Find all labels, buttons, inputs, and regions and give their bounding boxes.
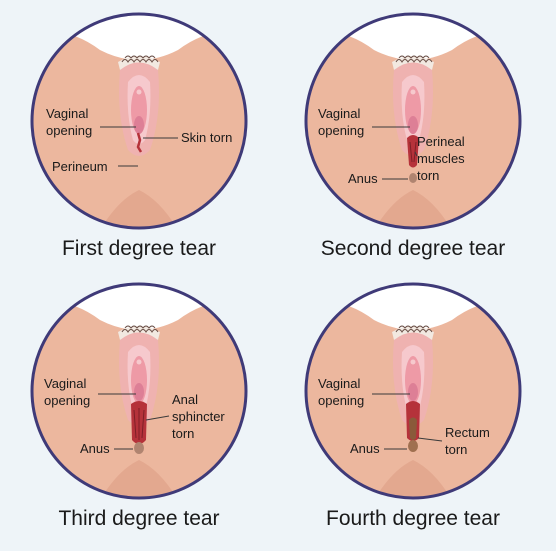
- anus-label: Anus: [350, 441, 380, 456]
- circle-border: [30, 282, 248, 500]
- buttock-crease: [374, 460, 452, 498]
- anus-label: Anus: [80, 441, 110, 456]
- sphincter-fibres: [133, 408, 145, 440]
- fourth-degree-illustration: Vaginal opening Rectum torn Anus: [304, 282, 522, 500]
- pubic-hair-icon: [121, 55, 159, 63]
- perineal-muscles-label-line3: torn: [417, 168, 439, 183]
- third-degree-illustration: Vaginal opening Anal sphincter torn Anus: [30, 282, 248, 500]
- perineal-muscles-label-line2: muscles: [417, 151, 465, 166]
- buttock-crease: [100, 460, 178, 498]
- rectum-torn-label-line1: Rectum: [445, 425, 490, 440]
- caption-third-degree: Third degree tear: [58, 507, 220, 530]
- vaginal-opening: [408, 383, 418, 401]
- vaginal-opening-label-line1: Vaginal: [318, 106, 361, 121]
- perineal-muscles-pointer: [414, 151, 418, 157]
- anus: [408, 440, 418, 452]
- panel-first-degree: Vaginal opening Skin torn Perineum First…: [0, 0, 278, 275]
- pubic-hair-icon: [395, 55, 433, 63]
- anal-sphincter-label-line2: sphincter: [172, 409, 225, 424]
- urethra: [410, 359, 416, 365]
- panel-fourth-degree: Vaginal opening Rectum torn Anus Fourth …: [274, 270, 552, 545]
- panel-second-degree: Vaginal opening Perineal muscles torn An…: [274, 0, 552, 275]
- vaginal-opening-label-line1: Vaginal: [46, 106, 89, 121]
- skin-torn-label: Skin torn: [181, 130, 232, 145]
- circle-border: [304, 12, 522, 230]
- pubic-hair-icon: [395, 325, 433, 333]
- vaginal-opening-label-line1: Vaginal: [44, 376, 87, 391]
- skin-tear: [136, 132, 143, 153]
- vaginal-opening: [408, 116, 418, 134]
- pubic-hair-icon: [121, 325, 159, 333]
- perineum-label: Perineum: [52, 159, 108, 174]
- rectum-torn-pointer: [417, 437, 443, 442]
- buttock-crease: [374, 190, 452, 228]
- vaginal-opening-label-line1: Vaginal: [318, 376, 361, 391]
- vaginal-opening-label-line2: opening: [318, 123, 364, 138]
- caption-second-degree: Second degree tear: [320, 237, 506, 260]
- perineal-muscles-label-line1: Perineal: [417, 134, 465, 149]
- urethra: [410, 89, 416, 95]
- vaginal-opening-label-line2: opening: [44, 393, 90, 408]
- caption-fourth-degree: Fourth degree tear: [326, 507, 500, 530]
- vaginal-opening: [134, 116, 144, 134]
- rectum-torn-label-line2: torn: [445, 442, 467, 457]
- vaginal-opening-label-line2: opening: [318, 393, 364, 408]
- circle-border: [30, 12, 248, 230]
- urethra: [136, 359, 142, 365]
- anal-sphincter-pointer: [145, 415, 170, 421]
- urethra: [136, 89, 142, 95]
- first-degree-illustration: Vaginal opening Skin torn Perineum: [30, 12, 248, 230]
- circle-border: [304, 282, 522, 500]
- second-degree-illustration: Vaginal opening Perineal muscles torn An…: [304, 12, 522, 230]
- vaginal-opening-label-line2: opening: [46, 123, 92, 138]
- anus-label: Anus: [348, 171, 378, 186]
- anus: [409, 173, 417, 183]
- caption-first-degree: First degree tear: [61, 237, 217, 260]
- panel-third-degree: Vaginal opening Anal sphincter torn Anus…: [0, 270, 278, 545]
- buttock-crease: [100, 190, 178, 228]
- rectal-wall: [409, 417, 417, 440]
- anus: [134, 442, 144, 454]
- anal-sphincter-label-line1: Anal: [172, 392, 198, 407]
- vaginal-opening: [134, 383, 144, 401]
- anal-sphincter-label-line3: torn: [172, 426, 194, 441]
